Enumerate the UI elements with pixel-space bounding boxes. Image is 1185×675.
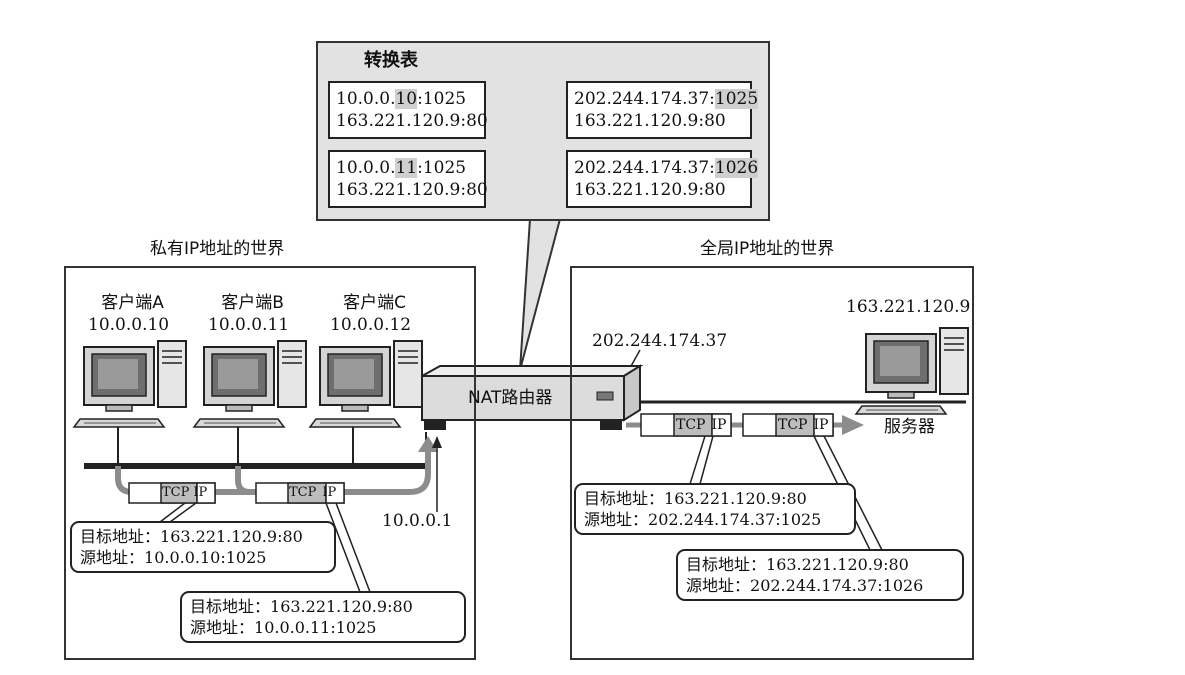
router-wan-ip: 202.244.174.37: [592, 331, 728, 351]
private-port: :1025: [417, 158, 467, 178]
global-port: 1025: [714, 89, 759, 109]
client-b-ip: 10.0.0.11: [208, 315, 290, 335]
private-destination: 163.221.120.9:80: [336, 111, 488, 131]
client-a: 客户端A 10.0.0.10: [88, 292, 169, 336]
global-destination: 163.221.120.9:80: [574, 111, 726, 131]
private-ip-prefix: 10.0.0.: [336, 89, 396, 109]
server-ip: 163.221.120.9: [846, 297, 971, 317]
client-a-name: 客户端A: [101, 293, 164, 313]
client-b-name: 客户端B: [221, 293, 284, 313]
global-port: 1026: [714, 158, 759, 178]
private-world-title: 私有IP地址的世界: [150, 239, 285, 259]
client-c-name: 客户端C: [343, 293, 406, 313]
client-c-ip: 10.0.0.12: [330, 315, 412, 335]
tcp-header-label: TCP: [289, 485, 317, 500]
global-world-frame: [570, 266, 974, 660]
packet-lan-2: [255, 482, 345, 504]
table-entry-private-2: 10.0.0.11:1025 163.221.120.9:80: [328, 150, 488, 208]
client-b: 客户端B 10.0.0.11: [208, 292, 289, 336]
tcp-header-label: TCP: [676, 417, 706, 433]
dst-label: 目标地址：: [80, 527, 161, 546]
table-entry-private-1: 10.0.0.10:1025 163.221.120.9:80: [328, 81, 488, 139]
ip-header-label: IP: [813, 417, 829, 433]
packet-wan-2-text: TCP IP: [778, 417, 828, 433]
global-world-title: 全局IP地址的世界: [700, 239, 835, 259]
src-value: 10.0.0.10:1025: [144, 548, 267, 567]
ip-header-label: IP: [322, 485, 337, 500]
packet-info-lan-1: 目标地址：163.221.120.9:80 源地址：10.0.0.10:1025: [70, 521, 336, 573]
packet-info-wan-1: 目标地址：163.221.120.9:80 源地址：202.244.174.37…: [574, 483, 856, 535]
translation-table-title: 转换表: [364, 50, 418, 71]
dst-value: 163.221.120.9:80: [766, 555, 909, 574]
global-ip: 202.244.174.37:: [574, 158, 715, 178]
private-port: :1025: [417, 89, 467, 109]
client-c: 客户端C 10.0.0.12: [330, 292, 411, 336]
private-ip-host: 11: [395, 158, 418, 178]
global-destination: 163.221.120.9:80: [574, 180, 726, 200]
server-label: 服务器: [884, 417, 935, 437]
client-a-ip: 10.0.0.10: [88, 315, 170, 335]
packet-info-wan-2: 目标地址：163.221.120.9:80 源地址：202.244.174.37…: [676, 549, 964, 601]
private-destination: 163.221.120.9:80: [336, 180, 488, 200]
private-ip-host: 10: [395, 89, 418, 109]
packet-wan-1: [640, 413, 732, 437]
dst-value: 163.221.120.9:80: [664, 489, 807, 508]
private-world-frame: [64, 266, 476, 660]
dst-value: 163.221.120.9:80: [160, 527, 303, 546]
src-value: 10.0.0.11:1025: [254, 618, 377, 637]
dst-label: 目标地址：: [686, 555, 767, 574]
src-value: 202.244.174.37:1026: [750, 576, 924, 595]
nat-router-label: NAT路由器: [468, 388, 553, 408]
packet-wan-1-text: TCP IP: [676, 417, 726, 433]
packet-lan-2-text: TCP IP: [289, 485, 336, 501]
packet-lan-1: [128, 482, 216, 504]
nat-router-device: [418, 364, 644, 430]
ip-header-label: IP: [711, 417, 727, 433]
packet-wan-2: [742, 413, 834, 437]
src-label: 源地址：: [584, 510, 649, 529]
dst-label: 目标地址：: [190, 597, 271, 616]
tcp-header-label: TCP: [778, 417, 808, 433]
table-entry-global-1: 202.244.174.37:1025 163.221.120.9:80: [566, 81, 759, 139]
src-label: 源地址：: [686, 576, 751, 595]
src-label: 源地址：: [80, 548, 145, 567]
global-ip: 202.244.174.37:: [574, 89, 715, 109]
dst-value: 163.221.120.9:80: [270, 597, 413, 616]
ip-header-label: IP: [193, 485, 208, 500]
tcp-header-label: TCP: [162, 485, 190, 500]
src-value: 202.244.174.37:1025: [648, 510, 822, 529]
dst-label: 目标地址：: [584, 489, 665, 508]
router-lan-ip: 10.0.0.1: [382, 511, 453, 531]
src-label: 源地址：: [190, 618, 255, 637]
packet-info-lan-2: 目标地址：163.221.120.9:80 源地址：10.0.0.11:1025: [180, 591, 466, 643]
private-ip-prefix: 10.0.0.: [336, 158, 396, 178]
table-entry-global-2: 202.244.174.37:1026 163.221.120.9:80: [566, 150, 759, 208]
